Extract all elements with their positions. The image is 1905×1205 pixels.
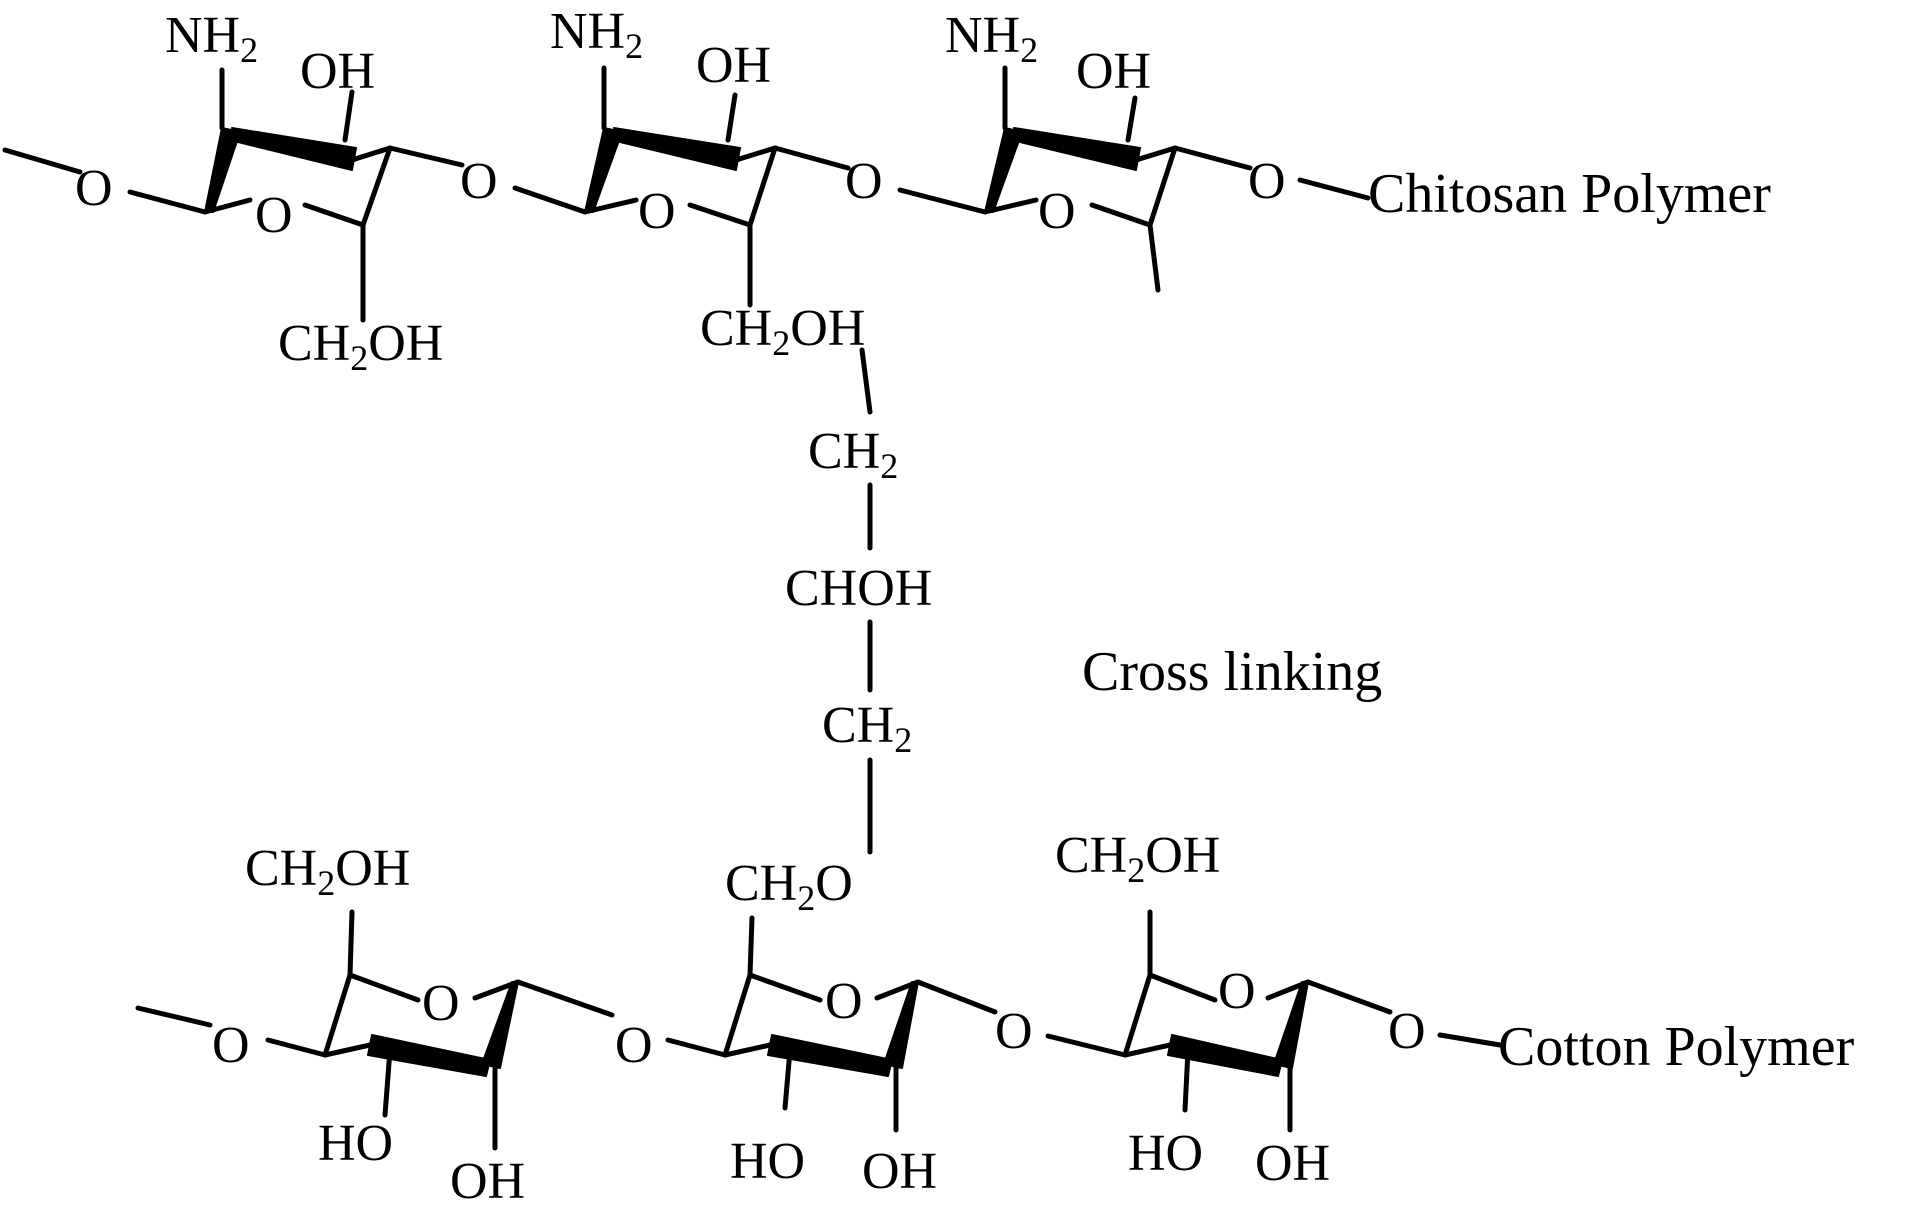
cotton-chain: O O CH2OH HO OH O bbox=[135, 827, 1855, 1205]
cotton-end-oxygen-right: O bbox=[1388, 1003, 1426, 1060]
cotton-ch2oh-1: CH2OH bbox=[245, 840, 410, 903]
chitosan-ring2-oxygen: O bbox=[638, 183, 676, 240]
chitosan-unit-3: O NH2 OH bbox=[945, 7, 1253, 293]
chitosan-nh2-3: NH2 bbox=[945, 7, 1038, 70]
cotton-glycosidic-oxygen-1: O bbox=[615, 1017, 653, 1074]
chitosan-chain: O O NH2 OH CH2OH O bbox=[2, 3, 1771, 378]
cotton-unit-2: O CH2O HO OH bbox=[722, 855, 998, 1200]
crosslink-bridge: CH2 CHOH CH2 Cross linking bbox=[785, 347, 1382, 855]
chitosan-nh2-2: NH2 bbox=[550, 3, 643, 66]
cotton-unit-3: O CH2OH HO OH bbox=[1055, 827, 1393, 1192]
chitosan-nh2-1: NH2 bbox=[165, 7, 258, 70]
crosslink-ch2-lower: CH2 bbox=[822, 697, 912, 760]
cotton-oh-2: OH bbox=[862, 1143, 937, 1200]
cotton-ho-3: HO bbox=[1128, 1125, 1203, 1182]
cotton-ho-1: HO bbox=[318, 1115, 393, 1172]
cotton-ch2o-crosslink: CH2O bbox=[725, 855, 853, 918]
chitosan-end-oxygen: O bbox=[75, 160, 113, 217]
cotton-end-oxygen: O bbox=[212, 1017, 250, 1074]
cotton-glycosidic-oxygen-2: O bbox=[995, 1003, 1033, 1060]
chitosan-unit-2: O NH2 OH CH2OH bbox=[550, 3, 865, 363]
chitosan-oh-3: OH bbox=[1076, 43, 1151, 100]
cotton-ring3-oxygen: O bbox=[1218, 963, 1256, 1020]
chitosan-glycosidic-oxygen-2: O bbox=[845, 153, 883, 210]
cotton-oh-1: OH bbox=[450, 1153, 525, 1205]
cotton-ring2-oxygen: O bbox=[825, 973, 863, 1030]
chitosan-glycosidic-oxygen-1: O bbox=[460, 153, 498, 210]
chitosan-ch2oh-1: CH2OH bbox=[278, 315, 443, 378]
cotton-ring1-oxygen: O bbox=[422, 975, 460, 1032]
cotton-unit-1: O CH2OH HO OH bbox=[245, 840, 615, 1205]
chitosan-end-oxygen-right: O bbox=[1248, 153, 1286, 210]
chitosan-oh-1: OH bbox=[300, 43, 375, 100]
cotton-ho-2: HO bbox=[730, 1133, 805, 1190]
chitosan-polymer-label: Chitosan Polymer bbox=[1368, 163, 1771, 225]
cotton-oh-3: OH bbox=[1255, 1135, 1330, 1192]
chitosan-ring3-oxygen: O bbox=[1038, 183, 1076, 240]
chitosan-unit-1: O NH2 OH CH2OH bbox=[165, 7, 465, 378]
chitosan-oh-2: OH bbox=[696, 37, 771, 94]
cross-linking-label: Cross linking bbox=[1082, 641, 1382, 703]
cotton-polymer-label: Cotton Polymer bbox=[1498, 1016, 1855, 1078]
crosslink-ch2-upper: CH2 bbox=[808, 423, 898, 486]
chitosan-ch2oh-2: CH2OH bbox=[700, 300, 865, 363]
chitosan-ring1-oxygen: O bbox=[255, 187, 293, 244]
crosslink-chohh: CHOH bbox=[785, 560, 932, 617]
cotton-ch2oh-3: CH2OH bbox=[1055, 827, 1220, 890]
